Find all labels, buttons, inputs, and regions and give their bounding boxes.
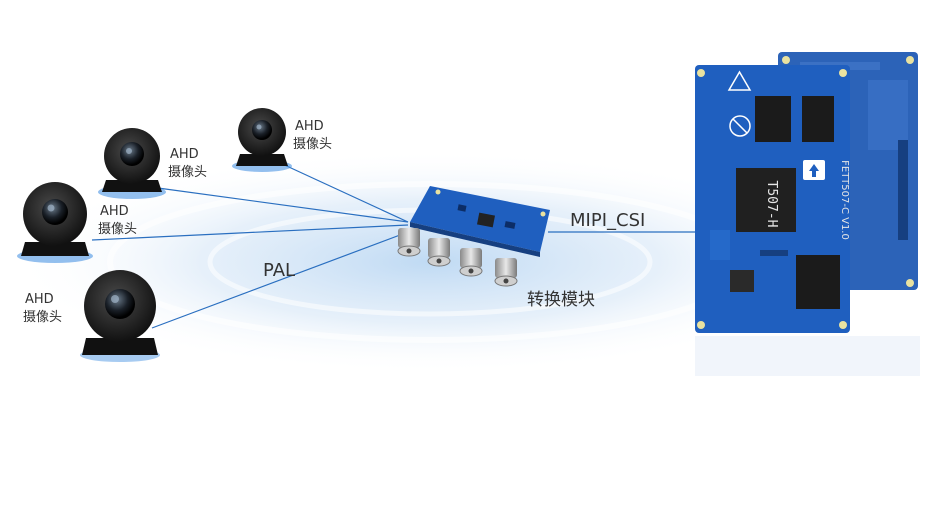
converter-label: 转换模块 — [527, 290, 595, 310]
small-chip — [730, 270, 754, 292]
bnc-connector-3 — [459, 248, 483, 277]
camera-4 — [80, 270, 160, 362]
camera-1-label-line1: AHD — [170, 147, 199, 162]
core-board-front — [695, 65, 850, 333]
bnc-connector-4 — [494, 258, 518, 287]
converter-module — [397, 186, 550, 287]
link-camera-2 — [277, 161, 409, 223]
camera-4-label-line2: 摄像头 — [23, 310, 62, 325]
mipi-label: MIPI_CSI — [570, 210, 645, 231]
camera-2 — [232, 108, 292, 172]
memory-chip-2 — [802, 96, 834, 142]
camera-3 — [17, 182, 93, 263]
pal-label: PAL — [263, 260, 295, 281]
camera-1-label-line2: 摄像头 — [168, 165, 207, 180]
emmc-chip — [796, 255, 840, 309]
link-camera-3 — [91, 224, 409, 241]
bnc-connector-1 — [397, 228, 421, 257]
chip-label: T507-H — [764, 181, 779, 228]
board-version-label: FETT507-C V1.0 — [839, 160, 850, 240]
camera-2-label-line1: AHD — [295, 119, 324, 134]
bnc-connector-2 — [427, 238, 451, 267]
soc-chip — [736, 168, 796, 232]
connection-lines — [91, 161, 698, 329]
camera-3-label-line1: AHD — [100, 204, 129, 219]
no-sign-icon — [729, 115, 751, 137]
camera-3-label-line2: 摄像头 — [98, 222, 137, 237]
warning-icon — [727, 70, 752, 91]
camera-4-label-line1: AHD — [25, 292, 54, 307]
link-camera-1 — [157, 187, 409, 223]
link-camera-4 — [151, 231, 409, 329]
board-reflection — [695, 336, 920, 376]
camera-2-label-line2: 摄像头 — [293, 137, 332, 152]
memory-chip-1 — [755, 96, 791, 142]
camera-1 — [98, 128, 166, 199]
arrow-up-icon — [809, 164, 819, 177]
